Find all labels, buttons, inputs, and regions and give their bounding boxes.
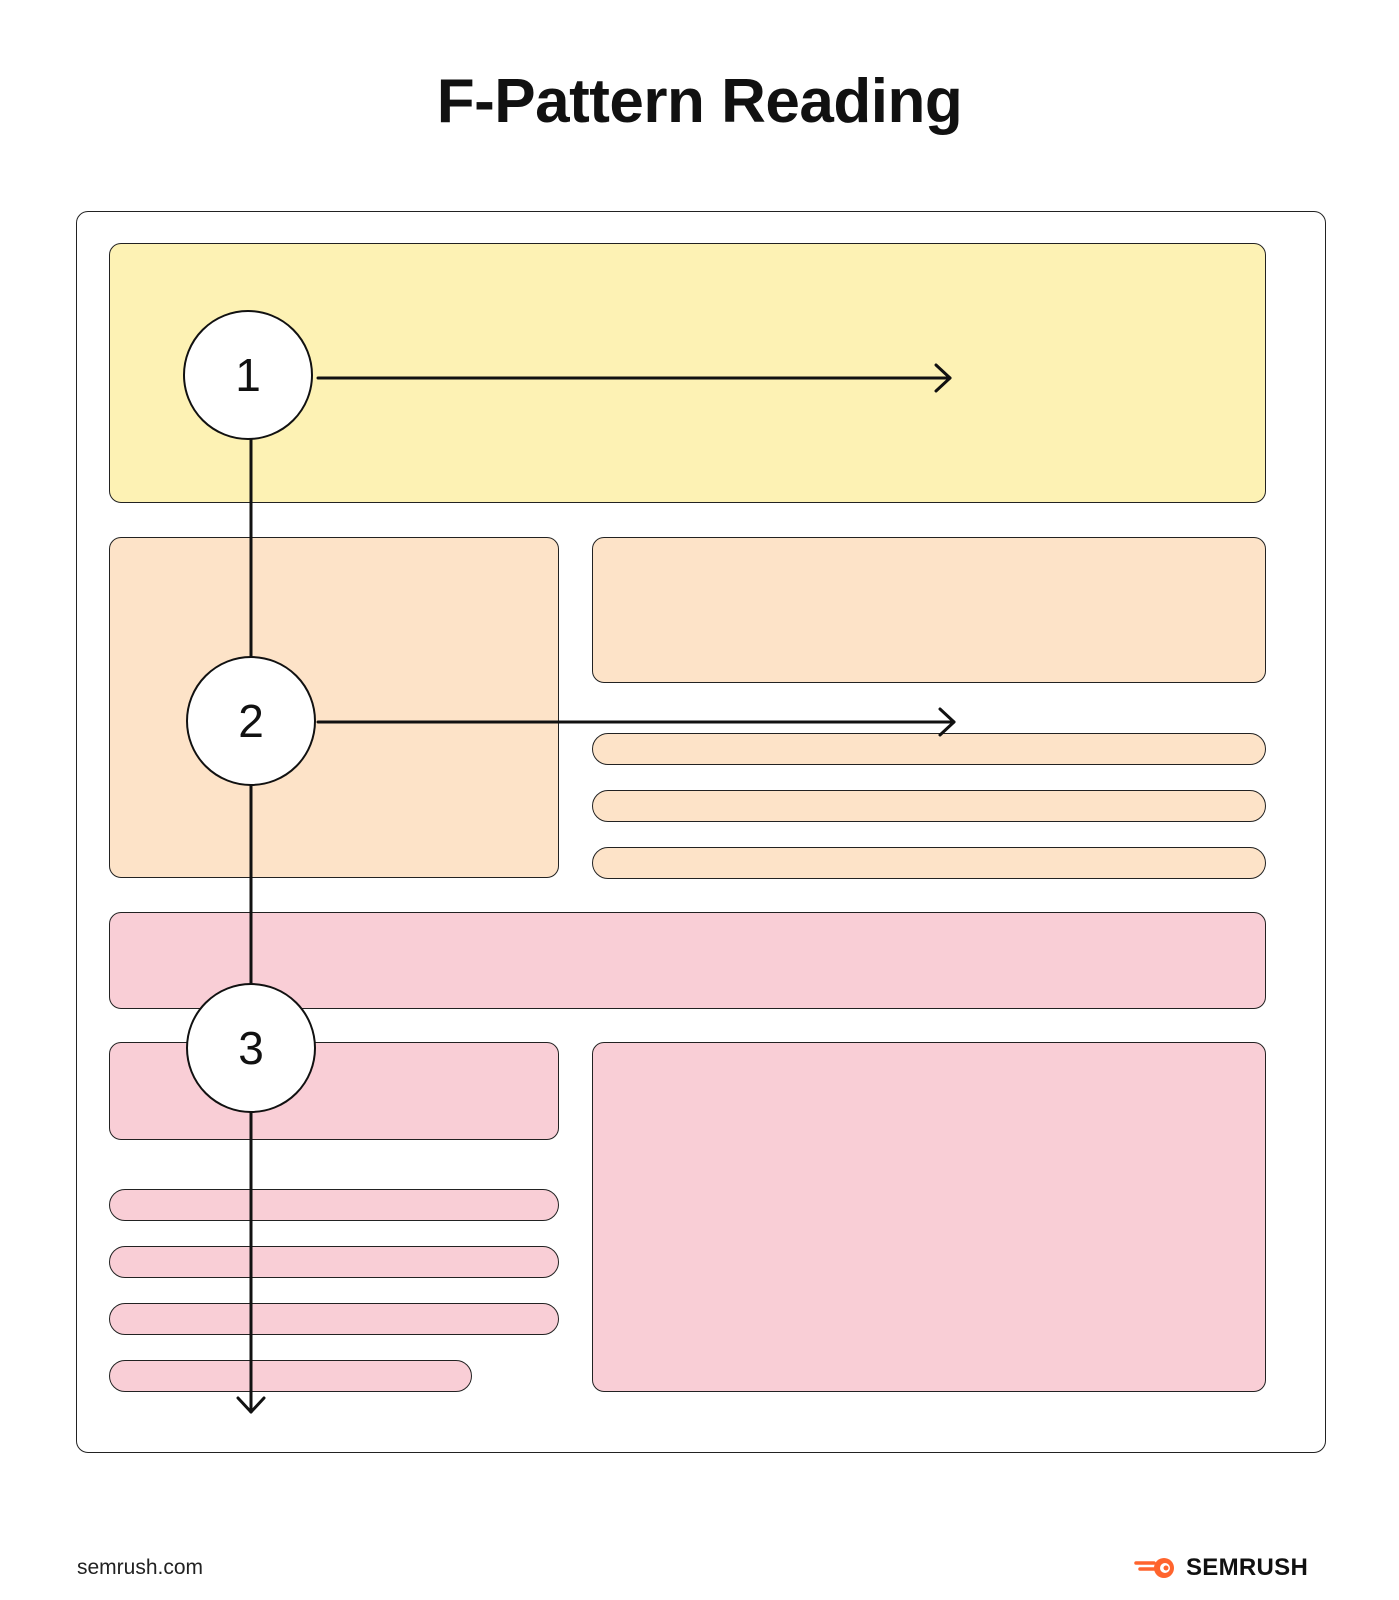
step-2-circle: 2: [186, 656, 316, 786]
text-line: [592, 733, 1266, 765]
text-line: [109, 1303, 559, 1335]
text-line-short: [109, 1360, 472, 1392]
semrush-flame-icon: [1134, 1558, 1174, 1578]
arrow-2-head: [938, 707, 956, 737]
text-line: [109, 1189, 559, 1221]
image-block-left: [109, 537, 559, 878]
image-block-right: [592, 1042, 1266, 1392]
text-line: [592, 847, 1266, 879]
page-title: F-Pattern Reading: [436, 67, 963, 136]
step-1-circle: 1: [183, 310, 313, 440]
arrow-down-head: [236, 1396, 266, 1414]
semrush-logo: SEMRUSH: [1134, 1553, 1308, 1583]
arrow-1-head: [934, 363, 952, 393]
site-url: semrush.com: [77, 1556, 204, 1579]
text-line: [592, 790, 1266, 822]
step-3-circle: 3: [186, 983, 316, 1113]
banner-block: [109, 912, 1266, 1009]
text-line: [109, 1246, 559, 1278]
subheading-block-left: [109, 1042, 559, 1140]
brand-name: SEMRUSH: [1186, 1554, 1309, 1581]
heading-block-right: [592, 537, 1266, 683]
page-wireframe: [76, 211, 1326, 1453]
